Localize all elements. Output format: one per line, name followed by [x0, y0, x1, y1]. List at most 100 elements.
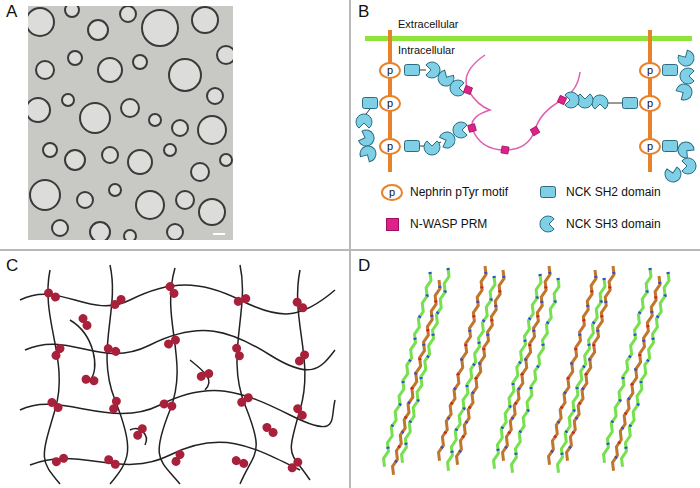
droplet-micrograph — [68, 51, 82, 65]
nck-protein — [405, 141, 420, 152]
droplet-micrograph — [207, 88, 223, 104]
motif-label: p — [647, 141, 653, 152]
legend-swatch — [386, 218, 399, 231]
crosslink — [131, 422, 148, 441]
droplet-micrograph — [192, 7, 218, 33]
nck-protein — [682, 158, 696, 174]
crosslink — [170, 448, 186, 467]
crosslink — [50, 342, 66, 361]
motif-label: p — [647, 65, 653, 76]
droplet-micrograph — [142, 10, 178, 46]
nck-protein — [358, 128, 377, 148]
fibril-structure — [620, 272, 671, 467]
nck-protein — [676, 49, 697, 69]
crosslink — [159, 398, 178, 411]
droplet-micrograph — [217, 46, 233, 64]
droplet-micrograph — [26, 3, 235, 242]
polymer-network — [70, 320, 95, 380]
crosslink — [50, 452, 69, 467]
legend-text: Nephrin pTyr motif — [410, 185, 508, 199]
polymer-network — [20, 265, 335, 484]
droplet-micrograph — [169, 59, 201, 91]
droplet-micrograph — [90, 222, 110, 240]
phospho-motif: p — [379, 138, 401, 155]
legend-sample — [540, 216, 554, 232]
n-wasp-chain — [464, 86, 473, 95]
n-wasp-chain — [530, 126, 540, 136]
crosslink — [235, 391, 254, 408]
nck-protein — [675, 139, 696, 160]
fibril-structure — [556, 278, 607, 473]
nck-protein — [608, 103, 622, 104]
fibril-structure — [455, 270, 506, 465]
droplet-micrograph — [167, 224, 183, 240]
legend-sample — [540, 187, 556, 233]
panel-letter: B — [358, 2, 369, 22]
nck-protein — [366, 109, 370, 114]
motif-label: p — [387, 65, 393, 76]
panel-letter: A — [6, 2, 17, 22]
droplet-micrograph — [77, 192, 93, 208]
nck-protein — [663, 141, 678, 152]
nck-protein — [623, 98, 638, 109]
legend-text: NCK SH2 domain — [566, 185, 661, 199]
phospho-motif: p — [639, 62, 661, 79]
fibril-structure — [446, 276, 497, 471]
nck-protein — [664, 167, 682, 184]
nephrin-chain — [388, 30, 652, 172]
fibril-structure — [565, 266, 616, 461]
nck-protein — [356, 114, 372, 128]
crosslink — [42, 280, 311, 474]
panel-letter: C — [6, 256, 18, 276]
droplet-micrograph — [198, 116, 226, 144]
fibril-structure — [611, 276, 662, 471]
crosslink — [291, 296, 309, 314]
nck-protein — [405, 65, 420, 76]
phospho-motif: p — [381, 184, 403, 201]
crosslink — [286, 456, 304, 474]
droplet-micrograph — [36, 61, 54, 79]
panel-divider — [0, 249, 700, 251]
nck-protein — [565, 92, 579, 108]
polymer-network — [107, 265, 128, 484]
nck-protein — [420, 70, 426, 71]
droplet-micrograph — [220, 154, 232, 166]
region-label: Extracellular — [398, 18, 459, 31]
nck-protein — [680, 68, 694, 84]
crosslink — [261, 421, 280, 439]
crosslink — [293, 349, 311, 368]
n-wasp-chain — [464, 55, 580, 154]
droplet-micrograph — [98, 58, 122, 82]
crosslink — [230, 455, 249, 469]
droplet-micrograph — [30, 180, 60, 210]
crosslink — [108, 395, 122, 414]
droplet-micrograph — [172, 120, 188, 136]
panel-divider — [349, 0, 351, 488]
droplet-micrograph — [120, 6, 136, 22]
droplet-micrograph — [28, 6, 233, 240]
membrane — [365, 36, 692, 41]
nck-protein — [450, 80, 464, 96]
polymer-network — [44, 270, 60, 484]
crosslink — [81, 374, 99, 386]
motif-label: p — [387, 98, 393, 109]
polymer-network — [20, 285, 335, 314]
crosslink — [231, 342, 245, 361]
crosslink — [291, 402, 308, 421]
crosslink — [46, 396, 65, 414]
droplet-micrograph — [80, 103, 110, 133]
phospho-motif: p — [379, 95, 401, 112]
motif-label: p — [387, 141, 393, 152]
phospho-motif: p — [379, 62, 401, 79]
legend-text: NCK SH3 domain — [566, 217, 661, 231]
n-wasp-chain — [466, 55, 580, 150]
nck-protein — [453, 122, 467, 138]
droplet-micrograph — [191, 163, 209, 181]
region-label: Intracellular — [398, 44, 455, 57]
droplet-micrograph — [133, 55, 147, 69]
crosslink — [42, 287, 61, 303]
droplet-micrograph — [52, 220, 68, 236]
nck-protein — [424, 141, 440, 155]
nck-protein — [592, 95, 608, 109]
